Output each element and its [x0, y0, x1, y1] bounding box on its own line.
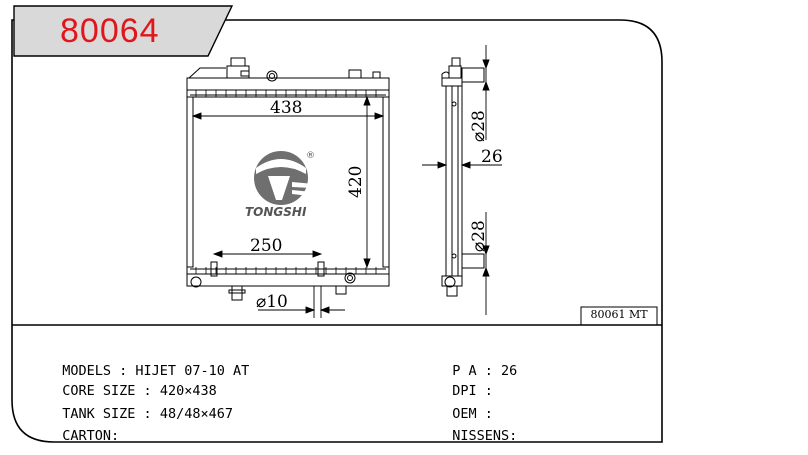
spec-carton: CARTON: [46, 406, 119, 446]
reference-box-outline [580, 306, 658, 326]
part-number-tab [13, 5, 234, 57]
dim-upper-pipe-label: ⌀28 [469, 110, 489, 142]
reference-code: 80061 MT [590, 308, 648, 321]
part-number: 80064 [60, 12, 160, 50]
spec-core-size: CORE SIZE : 420×438 [46, 361, 217, 401]
brand-name: TONGSHI [245, 205, 307, 219]
dim-height-label: 420 [346, 166, 366, 198]
spec-oem: OEM : [436, 384, 501, 424]
spec-nissens: NISSENS: [436, 406, 517, 446]
front-dimensions [191, 95, 385, 318]
spec-label: TANK SIZE : [62, 406, 160, 422]
spec-value: 26 [501, 363, 518, 379]
spec-label: NISSENS: [452, 428, 518, 444]
spec-dpi: DPI : [436, 361, 501, 401]
spec-value: 420×438 [159, 383, 217, 399]
side-dimensions [422, 45, 502, 315]
dim-pipe-diameter-label: ⌀10 [256, 292, 288, 312]
spec-label: CARTON: [62, 428, 120, 444]
radiator-front-view [186, 57, 390, 301]
spec-label: DPI : [452, 383, 502, 399]
spec-label: P A : [452, 363, 502, 379]
sheet-frame [11, 19, 663, 443]
radiator-side-view [441, 57, 485, 297]
dim-lower-pipe-label: ⌀28 [469, 220, 489, 252]
dim-width-label: 438 [270, 98, 302, 118]
spec-value: HIJET 07-10 AT [135, 363, 250, 379]
dim-core-thickness-label: 26 [481, 147, 503, 167]
dim-tank-offset-label: 250 [250, 236, 282, 256]
spec-value: 48/48×467 [159, 406, 233, 422]
spec-models: MODELS : HIJET 07-10 AT [46, 341, 249, 381]
spec-label: OEM : [452, 406, 502, 422]
spec-label: CORE SIZE : [62, 383, 160, 399]
spec-label: MODELS : [62, 363, 136, 379]
spec-tank-size: TANK SIZE : 48/48×467 [46, 384, 233, 424]
spec-pa: P A : 26 [436, 341, 517, 381]
trademark-mark: ® [306, 151, 315, 161]
brand-logo-icon [254, 151, 314, 205]
